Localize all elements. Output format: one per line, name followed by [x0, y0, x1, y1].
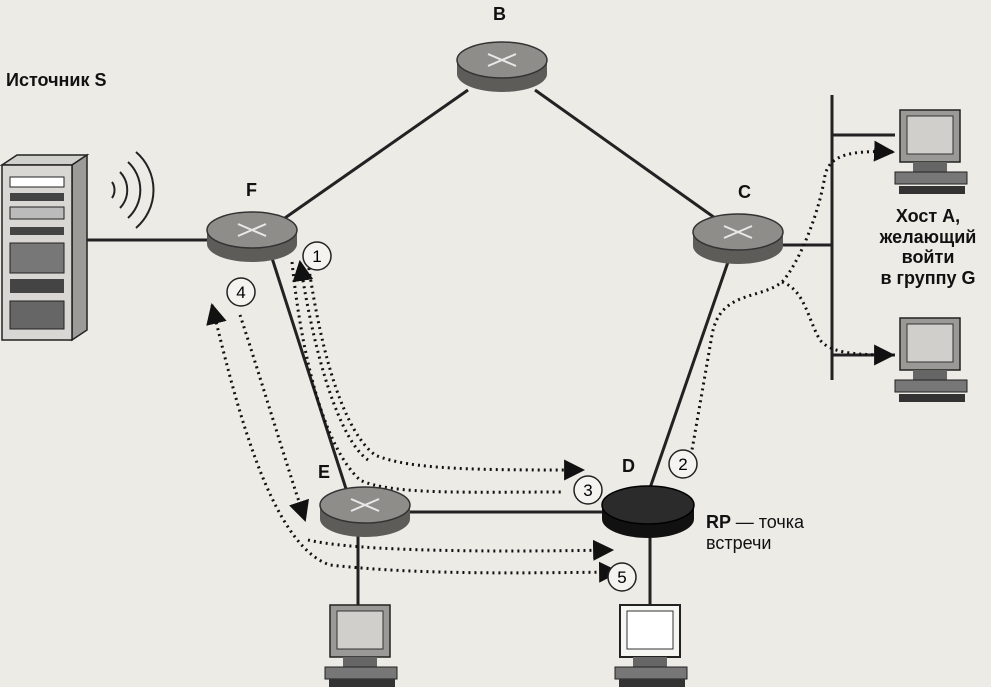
- router-e[interactable]: [319, 486, 411, 537]
- path-step4-to-d: [307, 538, 615, 561]
- step-marker-5: 5: [607, 562, 637, 592]
- router-b-label: B: [493, 4, 506, 24]
- rp-caption-line2: встречи: [706, 532, 772, 553]
- router-b[interactable]: [456, 41, 548, 92]
- rp-abbr: RP: [706, 512, 731, 532]
- link-b-c: [534, 88, 716, 220]
- host-a-computer-icon[interactable]: [894, 109, 968, 194]
- router-f-label: F: [246, 180, 257, 200]
- link-f-b: [281, 88, 469, 222]
- path-branch-to-host-c2: [781, 280, 896, 366]
- step-label-4: 4: [236, 283, 245, 302]
- router-f[interactable]: [206, 211, 298, 262]
- host-a-caption: Хост A, желающий войти в группу G: [868, 206, 988, 289]
- link-c-d: [648, 261, 730, 489]
- path-step4-to-e: [238, 314, 309, 522]
- host-a-line2: желающий: [879, 226, 977, 247]
- path-step3-register: [290, 261, 563, 494]
- step-label-5: 5: [617, 568, 626, 587]
- router-d-label: D: [622, 456, 635, 476]
- message-paths: [206, 140, 896, 583]
- router-d-rp[interactable]: [601, 485, 695, 538]
- host-d-computer-icon[interactable]: [614, 604, 688, 687]
- host-c2-computer-icon[interactable]: [894, 317, 968, 402]
- source-server-icon: [0, 153, 90, 342]
- path-step1-to-d: [306, 261, 586, 481]
- step-marker-3: 3: [573, 475, 603, 505]
- broadcast-waves-icon: [111, 151, 155, 229]
- step-marker-2: 2: [668, 449, 698, 479]
- step-label-1: 1: [312, 247, 321, 266]
- rp-caption: RP — точка встречи: [706, 512, 804, 553]
- step-marker-4: 4: [226, 277, 256, 307]
- router-c-label: C: [738, 182, 751, 202]
- host-a-line3: войти: [901, 247, 955, 268]
- host-a-line4: в группу G: [880, 268, 976, 289]
- path-step1-up-to-f: [292, 259, 369, 462]
- step-label-3: 3: [583, 481, 592, 500]
- host-e-computer-icon[interactable]: [324, 604, 398, 687]
- router-e-label: E: [318, 462, 331, 482]
- router-c[interactable]: [692, 213, 784, 264]
- path-join-from-host-a: [690, 140, 896, 451]
- step-marker-1: 1: [302, 241, 332, 271]
- host-a-line1: Хост A,: [895, 206, 961, 226]
- rp-caption-line1: — точка: [735, 512, 805, 532]
- source-label: Источник S: [6, 70, 107, 90]
- path-step5-to-d: [206, 302, 621, 583]
- step-label-2: 2: [678, 455, 687, 474]
